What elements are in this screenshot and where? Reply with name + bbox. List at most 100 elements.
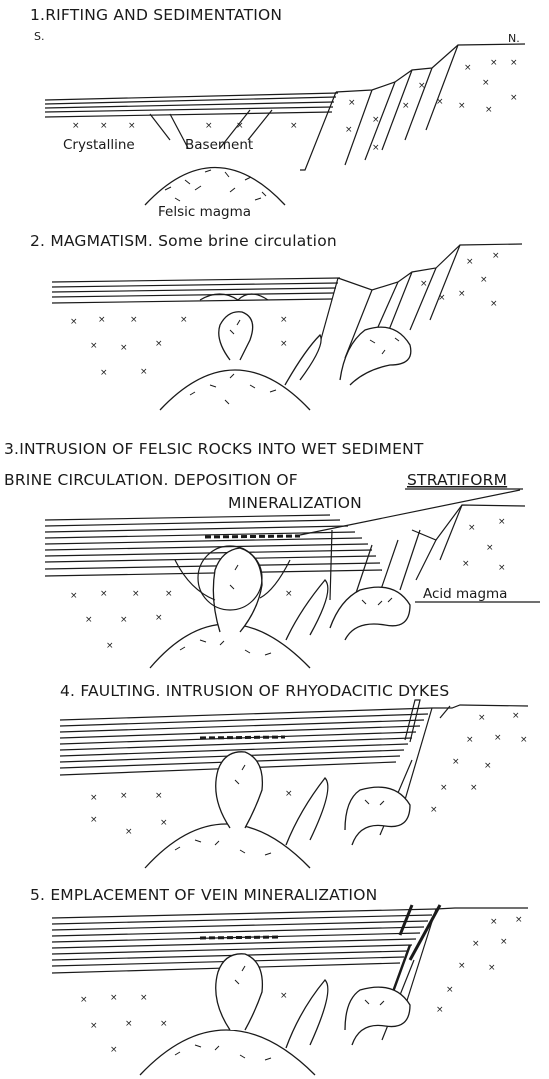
svg-text:×: × bbox=[110, 1045, 118, 1055]
svg-text:×: × bbox=[348, 98, 356, 108]
svg-text:×: × bbox=[140, 367, 148, 377]
svg-text:×: × bbox=[280, 315, 288, 325]
panel-1-magma-dome bbox=[145, 168, 285, 206]
basement-label: Basement bbox=[185, 137, 253, 153]
panel-1: 1.RIFTING AND SEDIMENTATION S. N. bbox=[30, 6, 525, 220]
panel-3-title-underlined: STRATIFORM bbox=[407, 471, 507, 489]
panel-5-stratiform-mineralization bbox=[200, 937, 280, 938]
svg-text:×: × bbox=[402, 101, 410, 111]
svg-text:×: × bbox=[236, 121, 244, 131]
svg-text:×: × bbox=[280, 339, 288, 349]
svg-text:×: × bbox=[98, 315, 106, 325]
svg-text:×: × bbox=[106, 641, 114, 651]
svg-text:×: × bbox=[486, 543, 494, 553]
panel-1-title: 1.RIFTING AND SEDIMENTATION bbox=[30, 6, 282, 24]
svg-text:×: × bbox=[100, 121, 108, 131]
svg-text:×: × bbox=[458, 289, 466, 299]
svg-text:×: × bbox=[498, 517, 506, 527]
svg-text:×: × bbox=[180, 315, 188, 325]
svg-text:×: × bbox=[436, 1005, 444, 1015]
svg-text:×: × bbox=[70, 317, 78, 327]
svg-text:×: × bbox=[478, 713, 486, 723]
svg-text:×: × bbox=[512, 711, 520, 721]
svg-text:×: × bbox=[492, 251, 500, 261]
svg-text:×: × bbox=[132, 589, 140, 599]
svg-text:×: × bbox=[510, 58, 518, 68]
svg-text:×: × bbox=[85, 615, 93, 625]
svg-text:×: × bbox=[458, 101, 466, 111]
svg-text:×: × bbox=[418, 81, 426, 91]
panel-2-title: 2. MAGMATISM. Some brine circulation bbox=[30, 232, 337, 250]
svg-text:×: × bbox=[90, 1021, 98, 1031]
svg-text:×: × bbox=[345, 125, 353, 135]
svg-text:×: × bbox=[128, 121, 136, 131]
svg-text:×: × bbox=[120, 343, 128, 353]
svg-text:×: × bbox=[458, 961, 466, 971]
panel-4: 4. FAULTING. INTRUSION OF RHYODACITIC DY… bbox=[60, 682, 528, 868]
svg-text:×: × bbox=[155, 791, 163, 801]
svg-text:×: × bbox=[90, 815, 98, 825]
panel-2-magma-bodies bbox=[160, 312, 411, 410]
svg-text:×: × bbox=[110, 993, 118, 1003]
panel-2-sediment-layers bbox=[52, 278, 340, 303]
north-label: N. bbox=[508, 32, 520, 45]
svg-text:×: × bbox=[120, 615, 128, 625]
svg-text:×: × bbox=[462, 559, 470, 569]
svg-text:×: × bbox=[500, 937, 508, 947]
svg-text:×: × bbox=[420, 279, 428, 289]
acid-magma-label: Acid magma bbox=[423, 586, 507, 602]
svg-text:×: × bbox=[480, 275, 488, 285]
svg-text:×: × bbox=[484, 761, 492, 771]
svg-text:×: × bbox=[490, 58, 498, 68]
panel-2: 2. MAGMATISM. Some brine circulation bbox=[30, 232, 522, 410]
panel-5-magma-bodies bbox=[140, 954, 410, 1075]
panel-5-title: 5. EMPLACEMENT OF VEIN MINERALIZATION bbox=[30, 886, 377, 904]
south-label: S. bbox=[34, 30, 44, 43]
svg-text:×: × bbox=[280, 991, 288, 1001]
svg-text:×: × bbox=[490, 917, 498, 927]
svg-text:×: × bbox=[430, 805, 438, 815]
svg-text:×: × bbox=[372, 143, 380, 153]
svg-text:×: × bbox=[472, 939, 480, 949]
svg-text:×: × bbox=[452, 757, 460, 767]
svg-text:×: × bbox=[520, 735, 528, 745]
svg-text:×: × bbox=[446, 985, 454, 995]
svg-text:×: × bbox=[140, 993, 148, 1003]
svg-text:×: × bbox=[90, 341, 98, 351]
svg-text:×: × bbox=[90, 793, 98, 803]
panel-3-title-line3: MINERALIZATION bbox=[228, 494, 362, 512]
panel-3: 3.INTRUSION OF FELSIC ROCKS INTO WET SED… bbox=[4, 440, 540, 668]
panel-3-title-line2: BRINE CIRCULATION. DEPOSITION OF bbox=[4, 471, 298, 489]
svg-text:×: × bbox=[100, 368, 108, 378]
panel-5: 5. EMPLACEMENT OF VEIN MINERALIZATION bbox=[30, 886, 528, 1075]
felsic-magma-label: Felsic magma bbox=[158, 204, 251, 220]
svg-text:×: × bbox=[498, 563, 506, 573]
svg-text:×: × bbox=[160, 1019, 168, 1029]
svg-text:×: × bbox=[205, 121, 213, 131]
svg-text:×: × bbox=[100, 589, 108, 599]
svg-text:×: × bbox=[125, 827, 133, 837]
svg-text:×: × bbox=[80, 995, 88, 1005]
svg-text:×: × bbox=[468, 523, 476, 533]
svg-text:×: × bbox=[482, 78, 490, 88]
svg-text:×: × bbox=[155, 339, 163, 349]
svg-text:×: × bbox=[72, 121, 80, 131]
svg-text:×: × bbox=[494, 733, 502, 743]
crystalline-label: Crystalline bbox=[63, 137, 135, 153]
svg-text:×: × bbox=[464, 63, 472, 73]
panel-3-title: 3.INTRUSION OF FELSIC ROCKS INTO WET SED… bbox=[4, 440, 424, 458]
svg-text:×: × bbox=[160, 818, 168, 828]
panel-1-sediment-layers bbox=[45, 93, 338, 117]
svg-text:×: × bbox=[285, 789, 293, 799]
svg-text:×: × bbox=[510, 93, 518, 103]
svg-text:×: × bbox=[488, 963, 496, 973]
svg-text:×: × bbox=[466, 735, 474, 745]
svg-text:×: × bbox=[372, 115, 380, 125]
svg-text:×: × bbox=[438, 293, 446, 303]
svg-text:×: × bbox=[125, 1019, 133, 1029]
panel-4-title: 4. FAULTING. INTRUSION OF RHYODACITIC DY… bbox=[60, 682, 449, 700]
svg-text:×: × bbox=[515, 915, 523, 925]
svg-text:×: × bbox=[155, 613, 163, 623]
svg-text:×: × bbox=[466, 257, 474, 267]
stratiform-mineralization bbox=[205, 536, 300, 537]
